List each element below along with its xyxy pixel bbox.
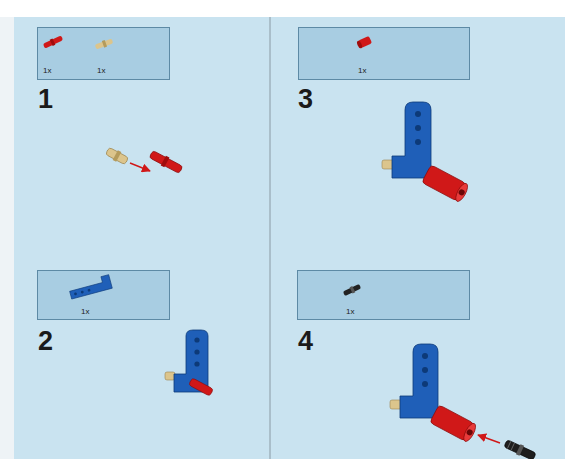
step-number: 2 xyxy=(38,326,53,356)
parts-box: 1x1x xyxy=(37,27,170,80)
parts-box: 1x xyxy=(297,270,470,320)
step-number-box: 3 xyxy=(298,84,313,114)
assembly-step-2 xyxy=(165,330,213,396)
blue-beam-icon xyxy=(68,275,112,299)
tan-pin-icon xyxy=(94,38,113,51)
step-number-box: 2 xyxy=(38,326,53,356)
step-number: 1 xyxy=(38,84,53,114)
red-pin-icon xyxy=(42,35,63,50)
parts-box: 1x xyxy=(37,270,170,320)
page-margin xyxy=(0,17,14,459)
tan-pin xyxy=(105,146,130,166)
parts-box-fill xyxy=(37,27,470,320)
red-pin xyxy=(148,149,183,175)
step-number: 3 xyxy=(298,84,313,114)
step-number-box: 4 xyxy=(298,326,313,356)
divider-line xyxy=(270,17,271,459)
parts-box: 1x xyxy=(298,27,470,80)
red-bush-icon xyxy=(356,36,372,49)
black-pin-icon xyxy=(342,283,361,297)
insert-arrow xyxy=(130,163,150,171)
assembly-step-4 xyxy=(390,344,537,459)
assembly-step-3 xyxy=(382,102,470,203)
step-number-box: 1 xyxy=(38,84,53,114)
page-margin xyxy=(0,0,565,17)
step-number: 4 xyxy=(298,326,313,356)
